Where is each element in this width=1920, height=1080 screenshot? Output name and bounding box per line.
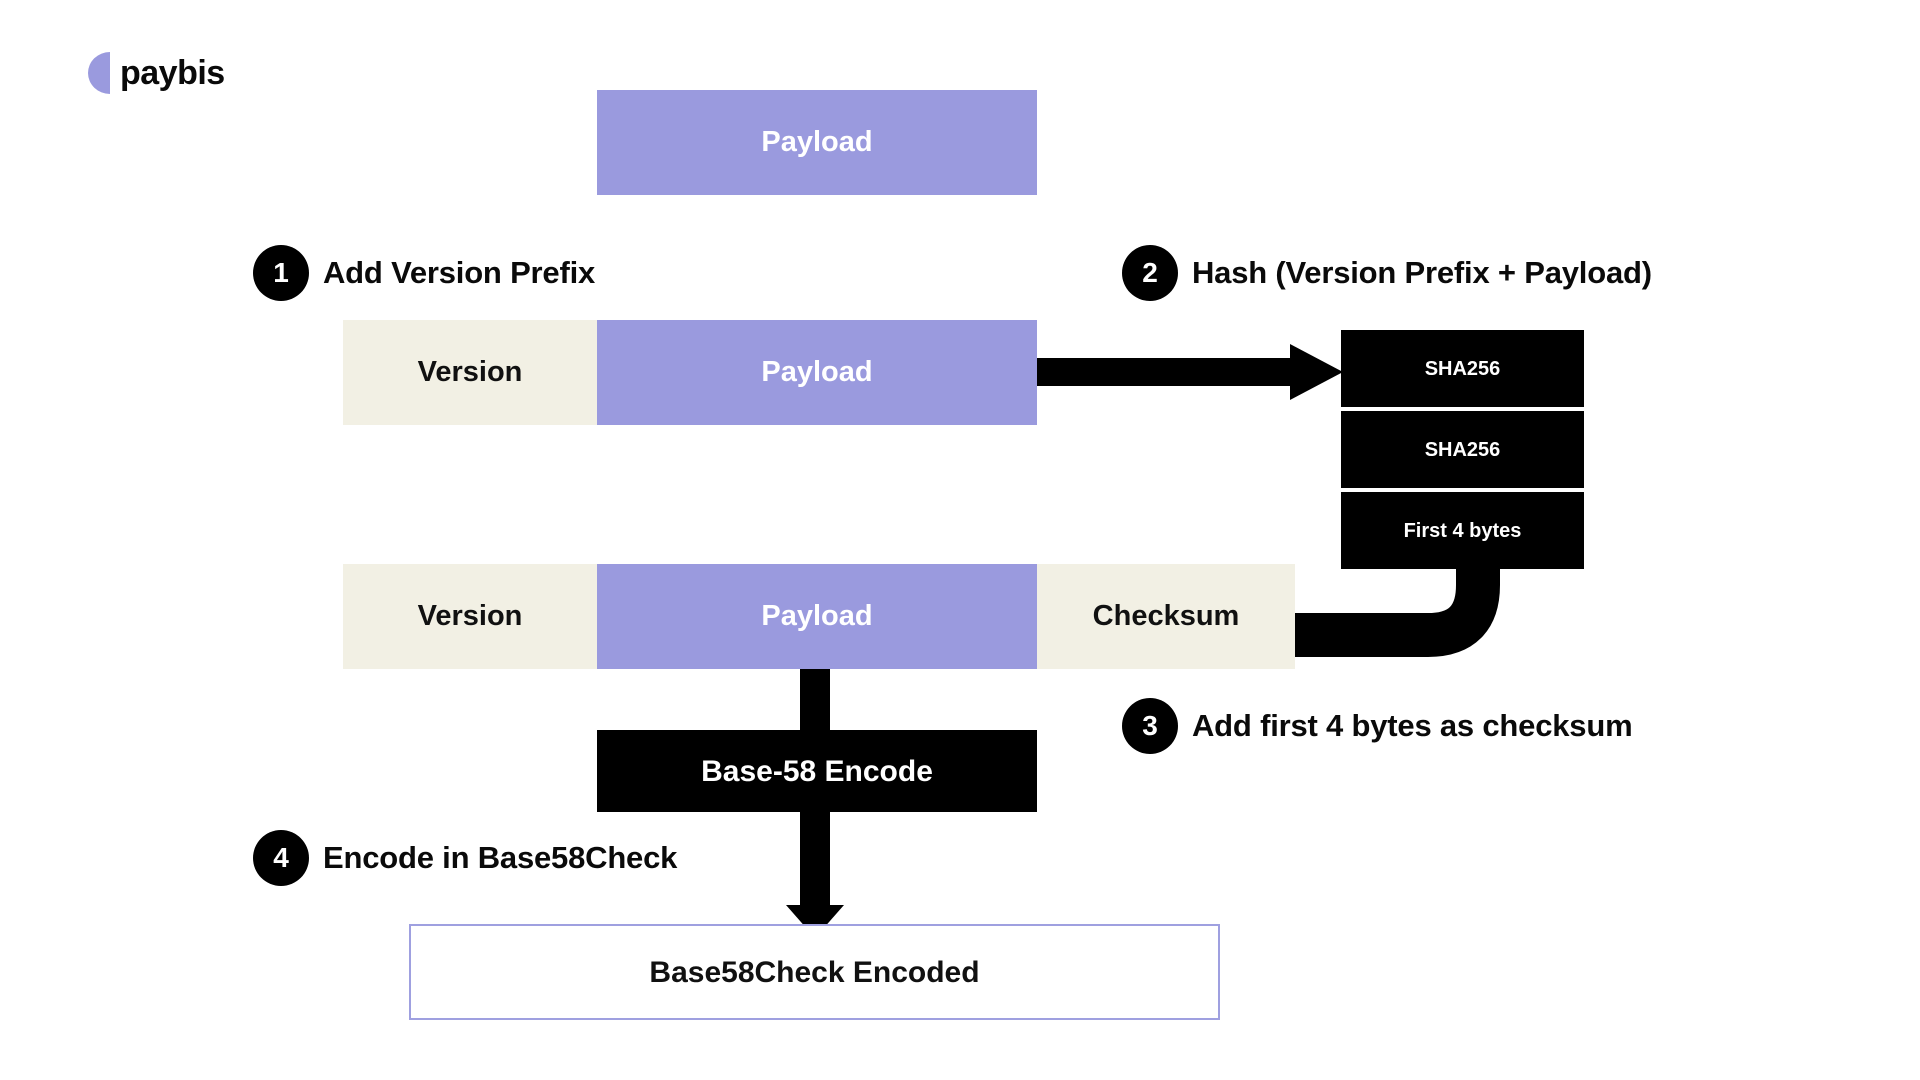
node-checksum: Checksum (1037, 564, 1295, 669)
paybis-logo: paybis (88, 52, 225, 94)
node-version-1: Version (343, 320, 597, 425)
node-base58check-encoded: Base58Check Encoded (409, 924, 1220, 1020)
node-sha256-first: SHA256 (1341, 330, 1584, 407)
base58-to-output-arrow (786, 810, 844, 938)
crescent-logo-mark-icon (88, 52, 110, 94)
step-2-badge: 2 (1122, 245, 1178, 301)
node-payload-2: Payload (597, 564, 1037, 669)
step-1: 1 Add Version Prefix (253, 245, 595, 301)
node-payload-top: Payload (597, 90, 1037, 195)
node-sha256-second: SHA256 (1341, 411, 1584, 488)
node-first-4-bytes: First 4 bytes (1341, 492, 1584, 569)
step-2-label: Hash (Version Prefix + Payload) (1192, 255, 1652, 290)
step-3-badge: 3 (1122, 698, 1178, 754)
payload-to-sha256-arrow (1036, 344, 1343, 400)
node-payload-1: Payload (597, 320, 1037, 425)
node-version-2: Version (343, 564, 597, 669)
step-1-label: Add Version Prefix (323, 255, 596, 290)
node-base58-encode: Base-58 Encode (597, 730, 1037, 812)
step-4-label: Encode in Base58Check (323, 840, 678, 875)
step-2: 2 Hash (Version Prefix + Payload) (1122, 245, 1652, 301)
step-4-badge: 4 (253, 830, 309, 886)
step-4: 4 Encode in Base58Check (253, 830, 677, 886)
brand-name: paybis (120, 54, 225, 92)
first4bytes-to-checksum-elbow (1295, 566, 1500, 657)
step-1-badge: 1 (253, 245, 309, 301)
step-3: 3 Add first 4 bytes as checksum (1122, 698, 1633, 754)
payload-row-to-base58-line (800, 660, 830, 740)
step-3-label: Add first 4 bytes as checksum (1192, 708, 1633, 743)
